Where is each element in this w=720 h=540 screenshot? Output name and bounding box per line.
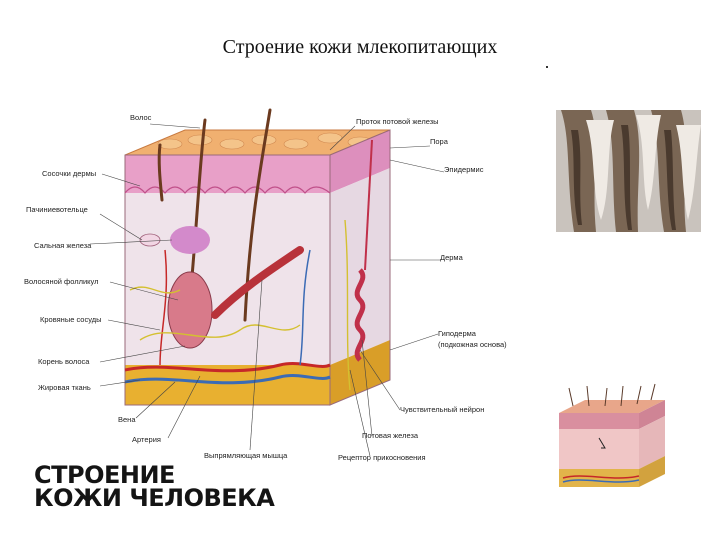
pacinian-corpuscle — [140, 234, 160, 246]
skin-block-photo — [553, 378, 671, 496]
label-pacinian-corpuscle: Пачиниевотельце — [26, 205, 88, 214]
page-title: Строение кожи млекопитающих — [0, 36, 720, 59]
label-epidermis: Эпидермис — [444, 165, 484, 174]
skin-structure-diagram: Волос Сосочки дермы Пачиниевотельце Саль… — [0, 100, 540, 480]
fur-photo — [556, 110, 701, 232]
label-sensory-neuron: Чувствительный нейрон — [400, 405, 484, 414]
decorative-dot — [546, 66, 548, 68]
label-sweat-duct: Проток потовой железы — [356, 117, 439, 126]
label-hypodermis: Гиподерма — [438, 329, 477, 338]
label-pore: Пора — [430, 137, 449, 146]
label-hair-follicle: Волосяной фолликул — [24, 277, 98, 286]
label-artery: Артерия — [132, 435, 161, 444]
sweat-gland — [357, 270, 363, 360]
sebaceous-gland — [170, 226, 210, 254]
side-dermis — [330, 168, 390, 365]
label-sebaceous-gland: Сальная железа — [34, 241, 92, 250]
label-blood-vessels: Кровяные сосуды — [40, 315, 101, 324]
dermis-layer — [125, 193, 330, 365]
label-dermis: Дерма — [440, 253, 464, 262]
label-dermal-papillae: Сосочки дермы — [42, 169, 96, 178]
label-hair: Волос — [130, 113, 152, 122]
label-arrector-muscle: Выпрямляющая мышца — [204, 451, 288, 460]
label-vein: Вена — [118, 415, 136, 424]
label-hypodermis-note: (подкожная основа) — [438, 340, 507, 349]
label-fat-tissue: Жировая ткань — [38, 383, 91, 392]
label-touch-receptor: Рецептор прикосновения — [338, 453, 426, 462]
label-sweat-gland: Потовая железа — [362, 431, 419, 440]
caption-line-2: КОЖИ ЧЕЛОВЕКА — [34, 485, 274, 511]
label-hair-root: Корень волоса — [38, 357, 90, 366]
